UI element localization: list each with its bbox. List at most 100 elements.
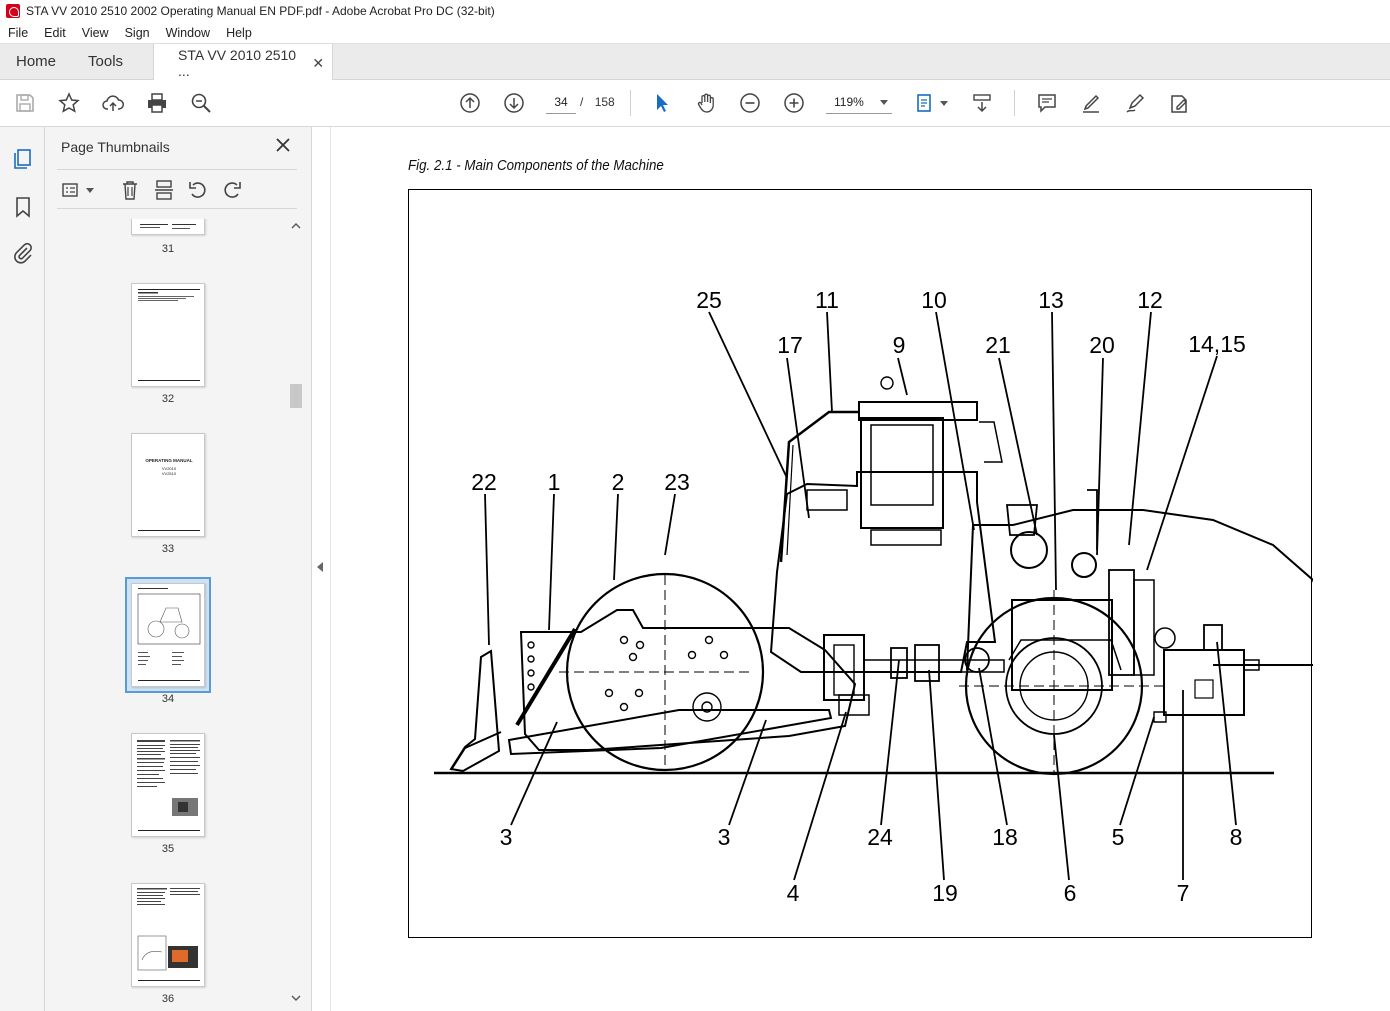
delete-page-icon[interactable]	[119, 179, 141, 201]
callout-1: 1	[548, 469, 561, 495]
highlight-pen-icon[interactable]	[1079, 91, 1103, 115]
panel-title: Page Thumbnails	[61, 139, 170, 155]
thumbnail-list[interactable]: 31 32 OPERATING MANUAL VV2010 VV2510 33 …	[45, 219, 289, 1009]
close-panel-icon[interactable]	[275, 137, 291, 153]
page-count: 158	[594, 95, 615, 109]
toolbar-divider	[630, 90, 631, 116]
window-title: STA VV 2010 2510 2002 Operating Manual E…	[26, 4, 495, 18]
extract-page-icon[interactable]	[153, 179, 175, 201]
menu-bar: File Edit View Sign Window Help	[0, 22, 1390, 43]
tab-document-label: STA VV 2010 2510 ...	[178, 47, 297, 79]
previous-page-icon[interactable]	[458, 91, 482, 115]
thumbnail-page-selected[interactable]	[131, 583, 205, 687]
scrollbar-thumb[interactable]	[290, 384, 302, 408]
acrobat-app-icon	[6, 4, 20, 18]
close-tab-icon[interactable]: ✕	[312, 54, 325, 71]
collapse-panel-icon[interactable]	[317, 562, 323, 572]
next-page-icon[interactable]	[502, 91, 526, 115]
toolbar-divider-2	[1014, 90, 1015, 116]
attachments-icon[interactable]	[11, 241, 35, 265]
callout-4: 4	[787, 880, 800, 906]
thumbnail-label: 32	[161, 393, 175, 405]
callout-11: 11	[815, 287, 839, 313]
thumbnail-label: 33	[161, 543, 175, 555]
print-icon[interactable]	[145, 91, 169, 115]
menu-help[interactable]: Help	[226, 25, 252, 40]
thumbnail-label: 31	[161, 243, 175, 255]
thumbnail-label: 34	[161, 693, 175, 705]
callout-2: 2	[612, 469, 625, 495]
callout-18: 18	[992, 824, 1018, 850]
callout-8: 8	[1230, 824, 1243, 850]
select-cursor-icon[interactable]	[650, 91, 674, 115]
scroll-down-icon[interactable]	[289, 991, 303, 1005]
callout-3-front: 3	[500, 824, 513, 850]
thumbnail-page[interactable]	[131, 733, 205, 837]
page-number-input[interactable]: 34	[546, 90, 576, 114]
tab-tools[interactable]: Tools	[88, 53, 124, 70]
rotate-clockwise-icon[interactable]	[221, 179, 243, 201]
thumbnail-page[interactable]: OPERATING MANUAL VV2010 VV2510	[131, 433, 205, 537]
thumbnail-scrollbar[interactable]	[289, 219, 303, 1009]
bookmarks-icon[interactable]	[11, 195, 35, 219]
figure-caption: Fig. 2.1 - Main Components of the Machin…	[408, 158, 664, 174]
document-view[interactable]: Fig. 2.1 - Main Components of the Machin…	[330, 127, 1390, 1011]
menu-edit[interactable]: Edit	[44, 25, 66, 40]
callout-5: 5	[1112, 824, 1125, 850]
thumbnail-label: 36	[161, 993, 175, 1005]
callout-9: 9	[893, 332, 906, 358]
callout-6: 6	[1064, 880, 1077, 906]
machine-drawing: 25 11 10 13 12 17 9 21 20 14,15 22 1 2 2…	[434, 287, 1313, 906]
zoom-level-value: 119%	[834, 94, 864, 109]
main-toolbar: 34 / 158 119%	[0, 80, 1390, 127]
fill-sign-icon[interactable]	[1167, 91, 1191, 115]
options-caret-icon[interactable]	[86, 188, 94, 193]
callout-3-rear: 3	[718, 824, 731, 850]
navigation-rail	[0, 127, 45, 1011]
zoom-in-icon[interactable]	[782, 91, 806, 115]
draw-sign-icon[interactable]	[1123, 91, 1147, 115]
menu-sign[interactable]: Sign	[124, 25, 150, 40]
thumbnail-page[interactable]	[131, 283, 205, 387]
page-display-icon[interactable]	[914, 91, 938, 115]
rotate-counterclockwise-icon[interactable]	[187, 179, 209, 201]
zoom-out-icon[interactable]	[738, 91, 762, 115]
zoom-search-icon[interactable]	[189, 91, 213, 115]
save-icon[interactable]	[13, 91, 37, 115]
thumbnail-line: VV2510	[161, 471, 177, 476]
upload-cloud-icon[interactable]	[101, 91, 125, 115]
thumbnail-heading: OPERATING MANUAL	[145, 458, 193, 463]
callout-22: 22	[471, 469, 497, 495]
comment-icon[interactable]	[1035, 91, 1059, 115]
scroll-mode-icon[interactable]	[970, 91, 994, 115]
tab-document[interactable]: STA VV 2010 2510 ... ✕	[153, 44, 334, 82]
callout-17: 17	[777, 332, 803, 358]
bookmark-star-icon[interactable]	[57, 91, 81, 115]
callout-7: 7	[1177, 880, 1190, 906]
callout-24: 24	[867, 824, 893, 850]
hand-tool-icon[interactable]	[694, 91, 718, 115]
callout-20: 20	[1089, 332, 1115, 358]
callout-23: 23	[664, 469, 690, 495]
page-display-caret-icon[interactable]	[940, 101, 948, 106]
thumbnail-toolbar	[57, 169, 297, 209]
scroll-up-icon[interactable]	[289, 219, 303, 233]
menu-file[interactable]: File	[8, 25, 29, 40]
title-bar: STA VV 2010 2510 2002 Operating Manual E…	[0, 0, 1390, 22]
menu-view[interactable]: View	[81, 25, 109, 40]
page-thumbnails-icon[interactable]	[11, 147, 35, 171]
tab-home[interactable]: Home	[16, 53, 57, 70]
thumbnail-page[interactable]	[131, 883, 205, 987]
chevron-down-icon	[880, 100, 888, 105]
thumbnail-page[interactable]	[131, 219, 205, 235]
menu-window[interactable]: Window	[165, 25, 211, 40]
callout-10: 10	[921, 287, 947, 313]
thumbnail-options-icon[interactable]	[61, 179, 83, 201]
callout-14-15: 14,15	[1188, 331, 1246, 357]
tab-bar: Home Tools STA VV 2010 2510 ... ✕	[0, 43, 1390, 82]
page-total: / 158	[580, 95, 615, 109]
zoom-level-select[interactable]: 119%	[826, 90, 892, 114]
page-separator: /	[580, 95, 584, 109]
page-thumbnails-panel: Page Thumbnails 31 32	[45, 127, 312, 1011]
callout-19: 19	[932, 880, 958, 906]
